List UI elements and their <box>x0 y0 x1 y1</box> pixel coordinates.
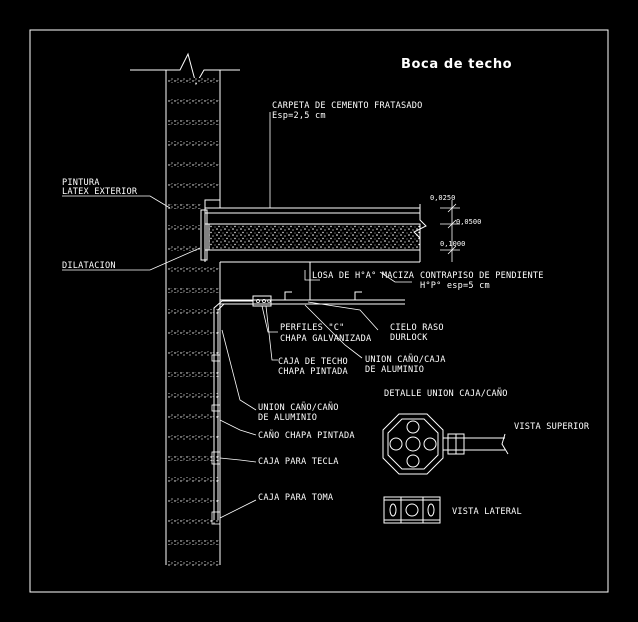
mortar-joint <box>167 225 201 230</box>
roof-slab <box>200 199 427 307</box>
drawing-frame <box>29 29 609 593</box>
label-caja-techo: CAJA DE TECHO <box>278 357 348 367</box>
label-caja-tecla: CAJA PARA TECLA <box>258 457 339 467</box>
mortar-joint <box>167 330 219 335</box>
mortar-joint <box>167 351 219 356</box>
mortar-joint <box>167 393 219 398</box>
mortar-joint <box>167 120 219 125</box>
label-vista-superior: VISTA SUPERIOR <box>514 422 590 432</box>
mortar-joint <box>167 477 219 482</box>
label-latex: LATEX EXTERIOR <box>62 187 138 197</box>
label-cielo: CIELO RASO <box>390 323 444 333</box>
mortar-joint <box>167 288 219 293</box>
mortar-joint <box>167 183 219 188</box>
mortar-joint <box>167 561 219 566</box>
label-perfiles: PERFILES "C" <box>280 323 345 333</box>
mortar-joint <box>167 309 219 314</box>
mortar-joint <box>167 519 219 524</box>
label-durlock: DURLOCK <box>390 333 428 343</box>
label-losa: LOSA DE H°A° MACIZA <box>312 271 415 281</box>
label-union-cano-caja: UNION CAÑO/CAJA <box>365 354 446 365</box>
slab-dimensions: 0,0250 0,0500 0,1000 <box>430 194 481 262</box>
label-carpeta: CARPETA DE CEMENTO FRATASADO <box>272 101 422 111</box>
conduit <box>211 300 253 525</box>
mortar-joint <box>167 540 219 545</box>
mortar-joint <box>167 456 219 461</box>
box-side-view <box>383 496 441 524</box>
mortar-joint <box>167 204 201 209</box>
dim-1: 0,0250 <box>430 194 455 202</box>
mortar-joint <box>167 267 219 272</box>
label-chapa-pintada: CHAPA PINTADA <box>278 367 348 377</box>
mortar-joint <box>167 99 219 104</box>
mortar-joint <box>167 435 219 440</box>
labels: CARPETA DE CEMENTO FRATASADO Esp=2,5 cm … <box>62 101 590 517</box>
label-de-aluminio-2: DE ALUMINIO <box>258 413 317 423</box>
leader-lines <box>62 112 412 519</box>
brick-wall <box>130 52 240 566</box>
mortar-joint <box>167 372 219 377</box>
mortar-joint <box>167 78 219 83</box>
mortar-joint <box>167 246 201 251</box>
label-union-cano-cano: UNION CAÑO/CAÑO <box>258 402 339 413</box>
dim-3: 0,1000 <box>440 240 465 248</box>
dim-2: 0,0500 <box>456 218 481 226</box>
label-dilatacion: DILATACION <box>62 261 116 271</box>
label-caja-toma: CAJA PARA TOMA <box>258 493 334 503</box>
label-cano-chapa: CAÑO CHAPA PINTADA <box>258 430 355 441</box>
label-carpeta-esp: Esp=2,5 cm <box>272 111 326 121</box>
label-chapa-galv: CHAPA GALVANIZADA <box>280 334 372 344</box>
label-contrapiso-esp: H°P° esp=5 cm <box>420 281 490 291</box>
box-top-view <box>382 413 509 475</box>
label-contrapiso: CONTRAPISO DE PENDIENTE <box>420 271 544 281</box>
mortar-joint <box>167 498 219 503</box>
label-de-aluminio-1: DE ALUMINIO <box>365 365 424 375</box>
label-vista-lateral: VISTA LATERAL <box>452 507 522 517</box>
mortar-joint <box>167 162 219 167</box>
mortar-joint <box>167 141 219 146</box>
label-detalle: DETALLE UNION CAJA/CAÑO <box>384 388 508 399</box>
mortar-joint <box>167 414 219 419</box>
slab-hatch <box>208 223 421 251</box>
drawing-title: Boca de techo <box>401 57 512 72</box>
label-pintura: PINTURA <box>62 178 100 188</box>
